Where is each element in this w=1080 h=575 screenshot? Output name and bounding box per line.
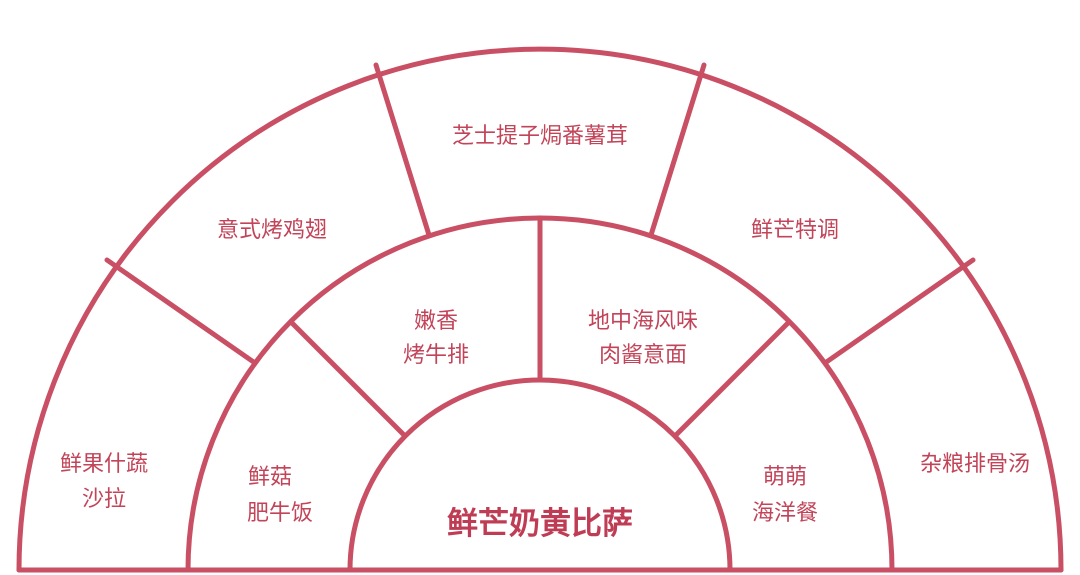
outer-label-3: 芝士提子焗番薯茸 xyxy=(452,124,628,149)
outer-label-1-line-2: 沙拉 xyxy=(82,487,126,512)
outer-label-1-line-1: 鲜果什蔬 xyxy=(60,452,148,477)
inner-divider-3 xyxy=(672,319,792,439)
outer-label-5: 杂粮排骨汤 xyxy=(920,452,1030,477)
inner-label-4-line-2: 海洋餐 xyxy=(752,501,818,526)
inner-label-2-line-1: 嫩香 xyxy=(414,309,458,334)
outer-arc xyxy=(16,46,1064,573)
inner-label-3-line-1: 地中海风味 xyxy=(588,309,698,334)
inner-label-1-line-1: 鲜菇 xyxy=(248,465,292,490)
inner-label-4-line-1: 萌萌 xyxy=(763,465,807,490)
outer-divider-4 xyxy=(822,257,976,366)
inner-label-2-line-2: 烤牛排 xyxy=(403,343,469,368)
inner-divider-1 xyxy=(288,319,408,439)
inner-label-3-line-2: 肉酱意面 xyxy=(599,343,687,368)
inner-label-1-line-2: 肥牛饭 xyxy=(247,501,313,526)
outer-divider-3 xyxy=(648,62,707,238)
outer-divider-1 xyxy=(104,257,258,366)
outer-label-4: 鲜芒特调 xyxy=(751,218,839,243)
outer-divider-2 xyxy=(373,62,432,238)
outer-label-2: 意式烤鸡翅 xyxy=(217,218,327,243)
center-label: 鲜芒奶黄比萨 xyxy=(447,506,633,542)
